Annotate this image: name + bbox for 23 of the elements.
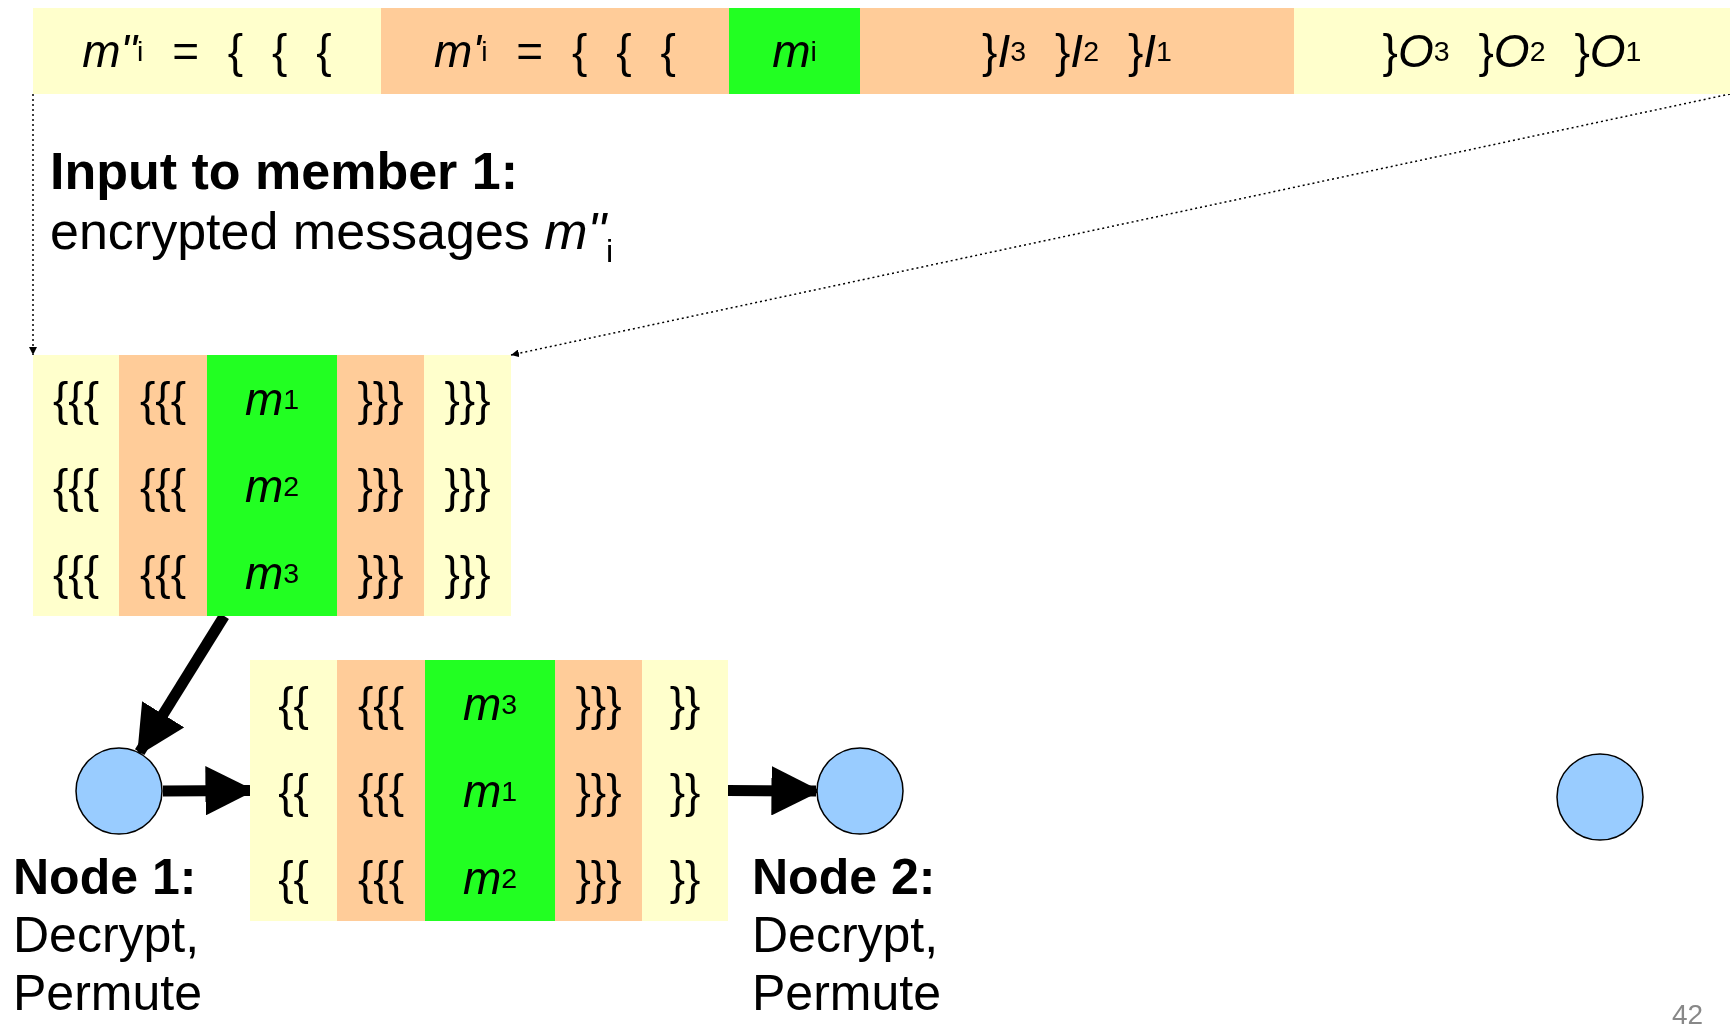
page-number: 42	[1672, 998, 1704, 1032]
node-heading: Node 1:	[13, 848, 198, 906]
encryption-layer: }}}	[555, 747, 642, 834]
encryption-layer: {{{	[337, 834, 425, 921]
encryption-layer: }}}	[555, 660, 642, 747]
encryption-layer: {{{	[337, 747, 425, 834]
node-description: Decrypt, Permute	[13, 906, 203, 1022]
encryption-layer: }}}	[337, 355, 424, 442]
dotted-arrow	[29, 93, 37, 356]
encryption-layer: {{{	[119, 355, 207, 442]
encryption-layer: }}}	[337, 529, 424, 616]
encryption-layer: }}}	[555, 834, 642, 921]
mix-node-circle	[75, 747, 163, 835]
node-description: Decrypt, Permute	[752, 906, 942, 1022]
mix-node-circle	[816, 747, 904, 835]
encryption-layer: {{{	[337, 660, 425, 747]
encryption-layer: }}}	[337, 442, 424, 529]
encryption-layer: {{{	[119, 442, 207, 529]
node-heading: Node 2:	[752, 848, 937, 906]
encryption-layer: {{{	[119, 529, 207, 616]
mix-node-circle	[1556, 753, 1644, 841]
input-heading: Input to member 1:	[50, 141, 519, 202]
input-description: encrypted messages m"$_{i}$	[50, 201, 614, 263]
